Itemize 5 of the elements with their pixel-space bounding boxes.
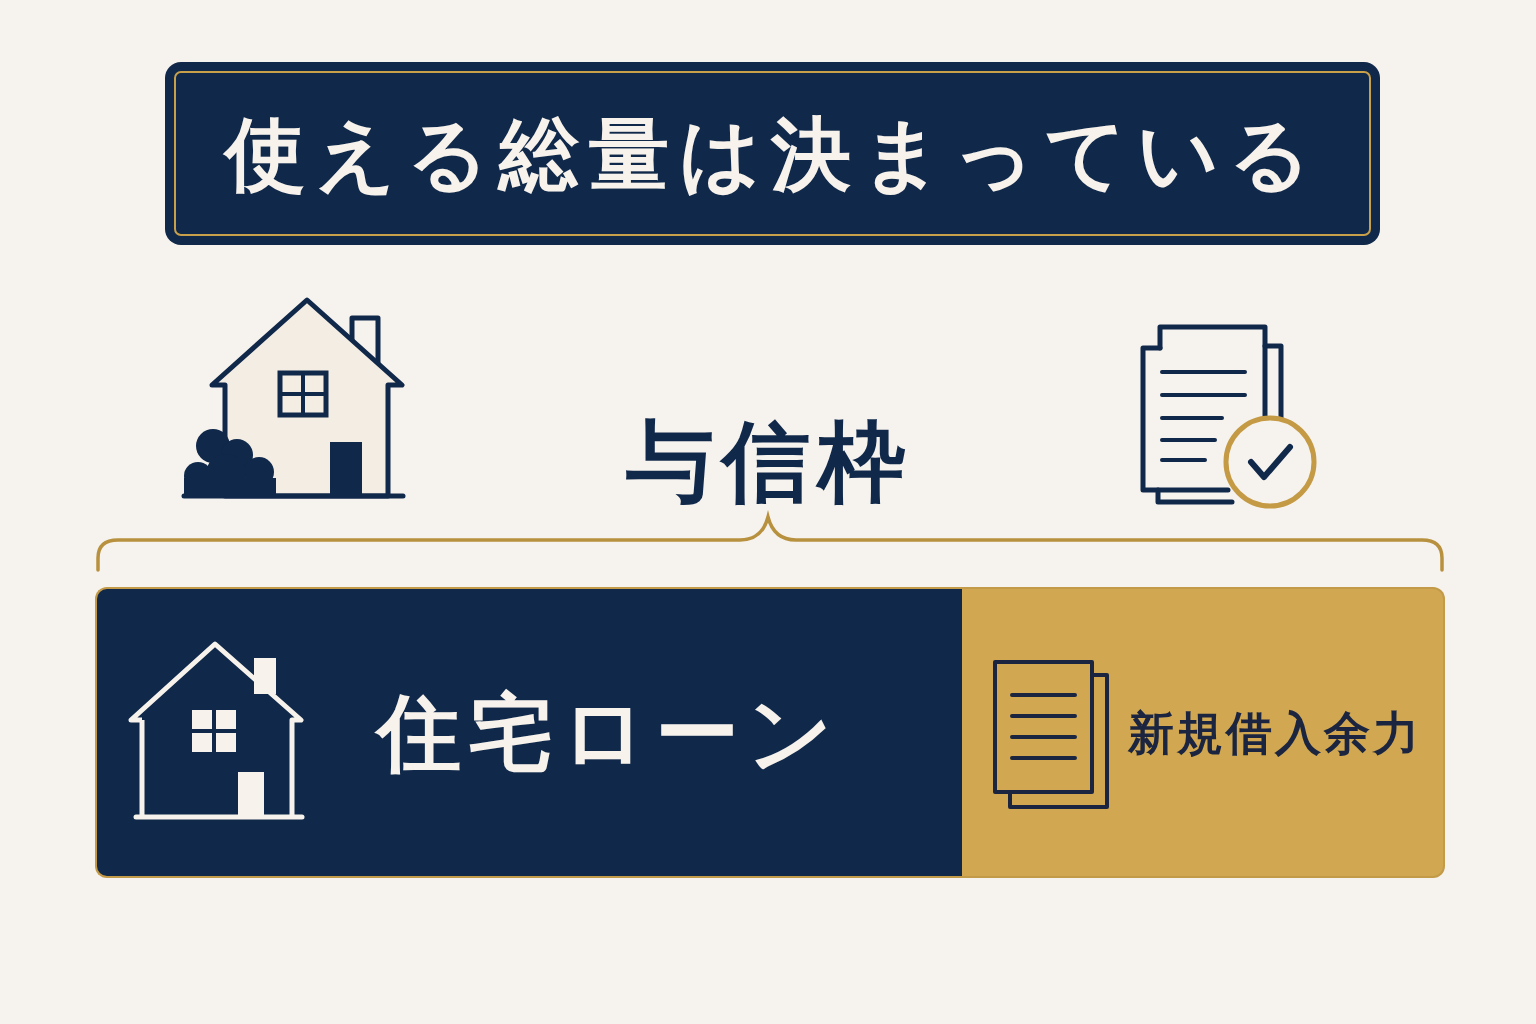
bar-segment: [95, 587, 962, 878]
title-banner: 使える総量は決まっている: [165, 62, 1380, 245]
brace-label: 与信枠: [626, 411, 914, 513]
bar-segment: [962, 587, 1445, 878]
segment-label: 新規借入余力: [1128, 706, 1422, 759]
